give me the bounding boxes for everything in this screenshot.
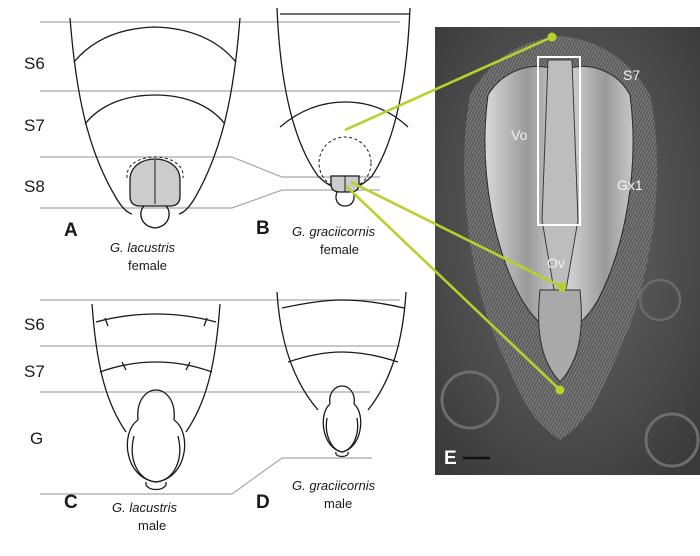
b-right-side xyxy=(357,7,411,187)
pointer-line-middle xyxy=(350,180,563,289)
drawing-c-male-lacustris xyxy=(91,303,221,491)
pointer-line-bottom xyxy=(345,185,561,391)
sem-micrograph xyxy=(435,27,700,475)
panel-a-sex: female xyxy=(128,258,167,273)
c-genital-capsule-top xyxy=(137,389,175,421)
label-s7-female: S7 xyxy=(24,116,45,135)
panel-b-sex: female xyxy=(320,242,359,257)
drawing-d-male-graciicornis xyxy=(276,291,407,458)
guide-male-g-bottom-d xyxy=(231,457,372,495)
sem-bg-ring-mid xyxy=(638,278,682,322)
sem-panel-letter: E xyxy=(444,448,457,469)
panel-b-letter: B xyxy=(256,218,270,239)
sem-label-s7: S7 xyxy=(623,67,640,83)
d-left-side xyxy=(276,291,319,411)
sem-ovipositor xyxy=(538,289,582,383)
d-tip xyxy=(335,451,349,458)
label-s7-male: S7 xyxy=(24,362,45,381)
c-left-side xyxy=(91,303,127,433)
b-left-side xyxy=(276,7,333,187)
c-s7-ticks xyxy=(121,361,191,371)
c-genital-capsule xyxy=(126,419,186,483)
a-s6-boundary xyxy=(73,26,237,63)
c-s6-ticks xyxy=(104,317,208,327)
pointer-dot-middle xyxy=(557,282,567,292)
panel-d-letter: D xyxy=(256,492,270,513)
b-s7-boundary xyxy=(279,101,409,128)
c-right-side xyxy=(185,303,221,433)
a-right-side xyxy=(178,17,241,215)
guide-s8-top-b xyxy=(231,156,380,178)
a-left-side xyxy=(69,17,133,215)
d-right-side xyxy=(367,291,407,411)
panel-d-species: G. graciicornis xyxy=(292,478,376,493)
pointer-dot-top xyxy=(547,32,557,42)
label-s6-female: S6 xyxy=(24,54,45,73)
c-s7-boundary xyxy=(99,361,213,373)
c-s6-boundary xyxy=(95,313,217,323)
drawing-a-female-lacustris xyxy=(69,17,241,229)
segment-guide-lines xyxy=(40,21,400,495)
sem-right-valve xyxy=(563,66,634,333)
panel-d-sex: male xyxy=(324,496,352,511)
a-dashed-outline xyxy=(126,156,184,179)
pointer-lines xyxy=(344,32,567,395)
d-genital-capsule xyxy=(322,403,362,453)
sem-label-gx1: Gx1 xyxy=(617,177,643,193)
label-g-male: G xyxy=(30,429,43,448)
sem-label-vo: Vo xyxy=(511,127,528,143)
a-tip-lobe xyxy=(140,205,170,229)
sem-label-ov: Ov xyxy=(547,255,565,271)
panel-b-species: G. graciicornis xyxy=(292,224,376,239)
drawing-b-female-graciicornis xyxy=(276,7,411,207)
pointer-dot-bottom xyxy=(555,385,565,395)
panel-c-species: G. lacustris xyxy=(112,500,178,515)
d-genital-inner xyxy=(325,417,359,453)
c-tip xyxy=(145,481,167,491)
sem-box-vo xyxy=(537,56,581,226)
a-s7-boundary xyxy=(84,94,226,125)
label-s6-male: S6 xyxy=(24,315,45,334)
panel-c-sex: male xyxy=(138,518,166,533)
panel-a-species: G. lacustris xyxy=(110,240,176,255)
sem-bg-ring-right xyxy=(644,412,700,468)
d-s7-boundary xyxy=(287,351,399,363)
label-s8-female: S8 xyxy=(24,177,45,196)
d-s6-boundary xyxy=(281,299,405,309)
b-tip-lobe xyxy=(335,191,355,207)
pointer-line-top xyxy=(344,35,553,132)
panel-a-letter: A xyxy=(64,220,78,241)
c-genital-inner xyxy=(131,435,181,483)
sem-bg-ring-left xyxy=(440,370,500,430)
panel-c-letter: C xyxy=(64,492,78,513)
d-genital-capsule-top xyxy=(329,385,355,405)
